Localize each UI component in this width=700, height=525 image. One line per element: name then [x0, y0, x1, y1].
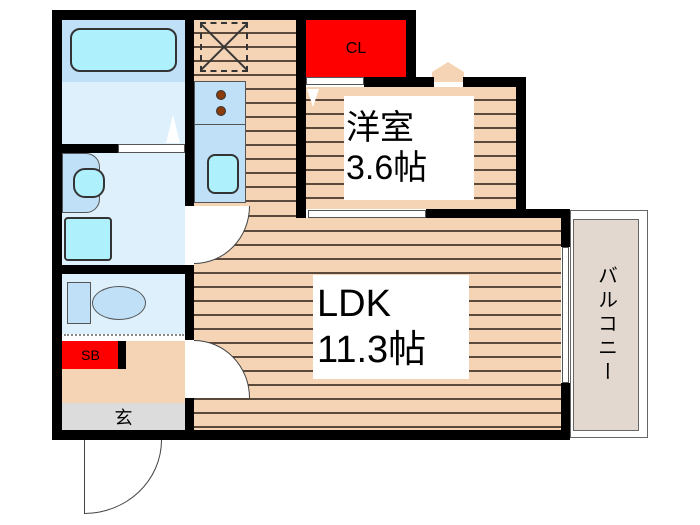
storage-hatch: [200, 22, 248, 72]
balcony: バルコニー: [570, 210, 648, 438]
ldk-size: 11.3帖: [317, 329, 427, 371]
toilet-wall-right: [185, 265, 194, 340]
closet-wall-right: [406, 10, 416, 87]
western-door-marker: [307, 89, 319, 107]
bay-window: [432, 62, 464, 82]
ldk-wall-right-bottom: [561, 383, 570, 440]
western-room-name: 洋室: [346, 109, 414, 147]
bath-kitchen-wall: [185, 10, 194, 206]
stove-burner-1: [216, 90, 226, 100]
western-wall-bottom: [426, 209, 570, 218]
ldk-wall-right-top: [561, 209, 570, 247]
shoe-box-edge: [118, 341, 126, 369]
shoe-box-label: SB: [81, 347, 100, 363]
western-wall-left: [296, 10, 306, 218]
balcony-label: バルコニー: [594, 265, 617, 385]
western-wall-top-b: [463, 77, 526, 87]
closet-door[interactable]: [306, 77, 364, 85]
western-room-label: 洋室 3.6帖: [344, 96, 474, 200]
ldk-label: LDK 11.3帖: [313, 275, 469, 379]
washroom: [62, 82, 185, 144]
bathtub: [70, 28, 177, 72]
outer-wall-bottom: [52, 430, 570, 440]
stove-burner-2: [216, 106, 226, 116]
entrance-label: 玄: [114, 407, 133, 428]
bath-door[interactable]: [118, 144, 185, 153]
western-room-size: 3.6帖: [346, 149, 428, 187]
front-door-gap-left: [52, 430, 84, 440]
washbasin: [73, 168, 105, 198]
shoe-box: SB: [62, 341, 119, 369]
western-wall-right: [516, 77, 526, 218]
toilet-partition: [64, 334, 184, 340]
bath-wash-wall: [52, 144, 118, 153]
ldk-name: LDK: [317, 283, 391, 325]
counter-divider: [194, 124, 246, 125]
toilet-tank: [67, 282, 91, 324]
kitchen-sink: [207, 154, 239, 194]
entrance-wall-right: [185, 398, 194, 440]
western-room-sliding-door[interactable]: [308, 210, 426, 218]
entrance: 玄: [62, 403, 185, 430]
balcony-floor: バルコニー: [573, 219, 639, 431]
closet-wall-top: [296, 10, 416, 20]
laundry-toilet-wall: [52, 265, 194, 274]
front-door[interactable]: [84, 440, 162, 514]
toilet-bowl: [92, 286, 146, 320]
outer-wall-left: [52, 10, 62, 440]
closet: CL: [306, 20, 406, 77]
balcony-window[interactable]: [562, 247, 569, 383]
washroom-door-marker: [166, 115, 180, 143]
closet-label: CL: [345, 39, 367, 57]
washing-machine-pan: [64, 217, 112, 261]
outer-wall-top-left: [52, 10, 306, 20]
western-wall-top-a: [364, 77, 434, 87]
